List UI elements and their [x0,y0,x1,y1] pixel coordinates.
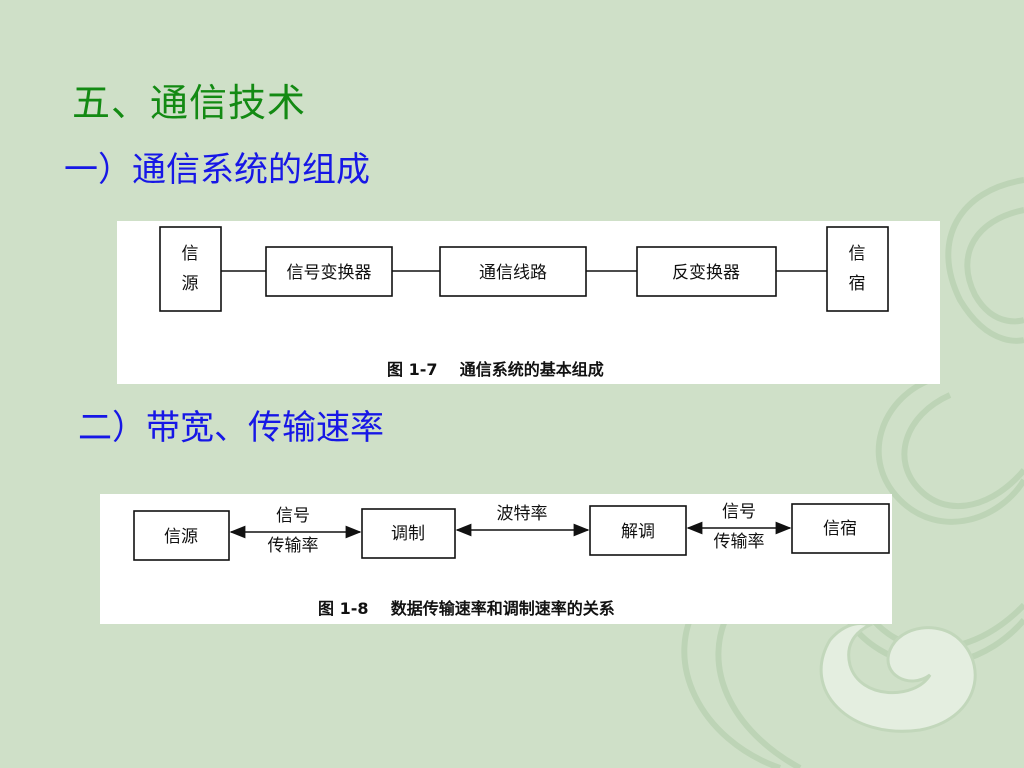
diagram-rate-relationship: 信源 调制 解调 信宿 信号 传输率 波特率 信号 传输率 图 1-8 数据传输… [133,502,890,618]
link-right-label-1: 信号 [722,502,756,522]
box-modulate [361,508,456,559]
box-demodulate-label: 解调 [621,522,655,542]
figure-rate-relationship: 信源 调制 解调 信宿 信号 传输率 波特率 信号 传输率 图 1-8 数据传输… [100,494,892,624]
box-modulate-label: 调制 [391,524,425,544]
box-source-label-2: 源 [182,274,199,294]
figure-caption-1-8: 图 1-8 数据传输速率和调制速率的关系 [318,599,615,618]
box-sink-label-1: 信 [849,244,866,264]
box-source-label-1: 信 [182,244,199,264]
link-right-label-2: 传输率 [714,532,765,552]
box-inverse-converter-label: 反变换器 [672,263,740,283]
box-sink [826,226,889,312]
box-channel [439,246,587,297]
figure-communication-system: 信 源 信号变换器 通信线路 反变换器 信 宿 图 1-7 通信系统的基本组成 [117,221,940,384]
box-channel-label: 通信线路 [479,263,547,283]
box-demodulate [589,505,687,556]
box-source [133,510,230,561]
link-middle-label: 波特率 [497,504,548,524]
box-sink [791,503,890,554]
link-left-label-1: 信号 [276,506,310,526]
link-left-label-2: 传输率 [268,536,319,556]
box-converter [265,246,393,297]
slide-title: 五、通信技术 [72,81,307,125]
section-heading-system-composition: 一）通信系统的组成 [64,150,370,190]
section-heading-bandwidth-rate: 二）带宽、传输速率 [78,408,384,448]
box-inverse-converter [636,246,777,297]
box-sink-label: 信宿 [823,519,857,539]
figure-caption-1-7: 图 1-7 通信系统的基本组成 [387,360,604,379]
box-source-label: 信源 [164,527,198,547]
diagram-communication-system: 信 源 信号变换器 通信线路 反变换器 信 宿 图 1-7 通信系统的基本组成 [159,226,889,379]
box-source [159,226,222,312]
box-sink-label-2: 宿 [849,274,866,294]
box-converter-label: 信号变换器 [287,263,372,283]
